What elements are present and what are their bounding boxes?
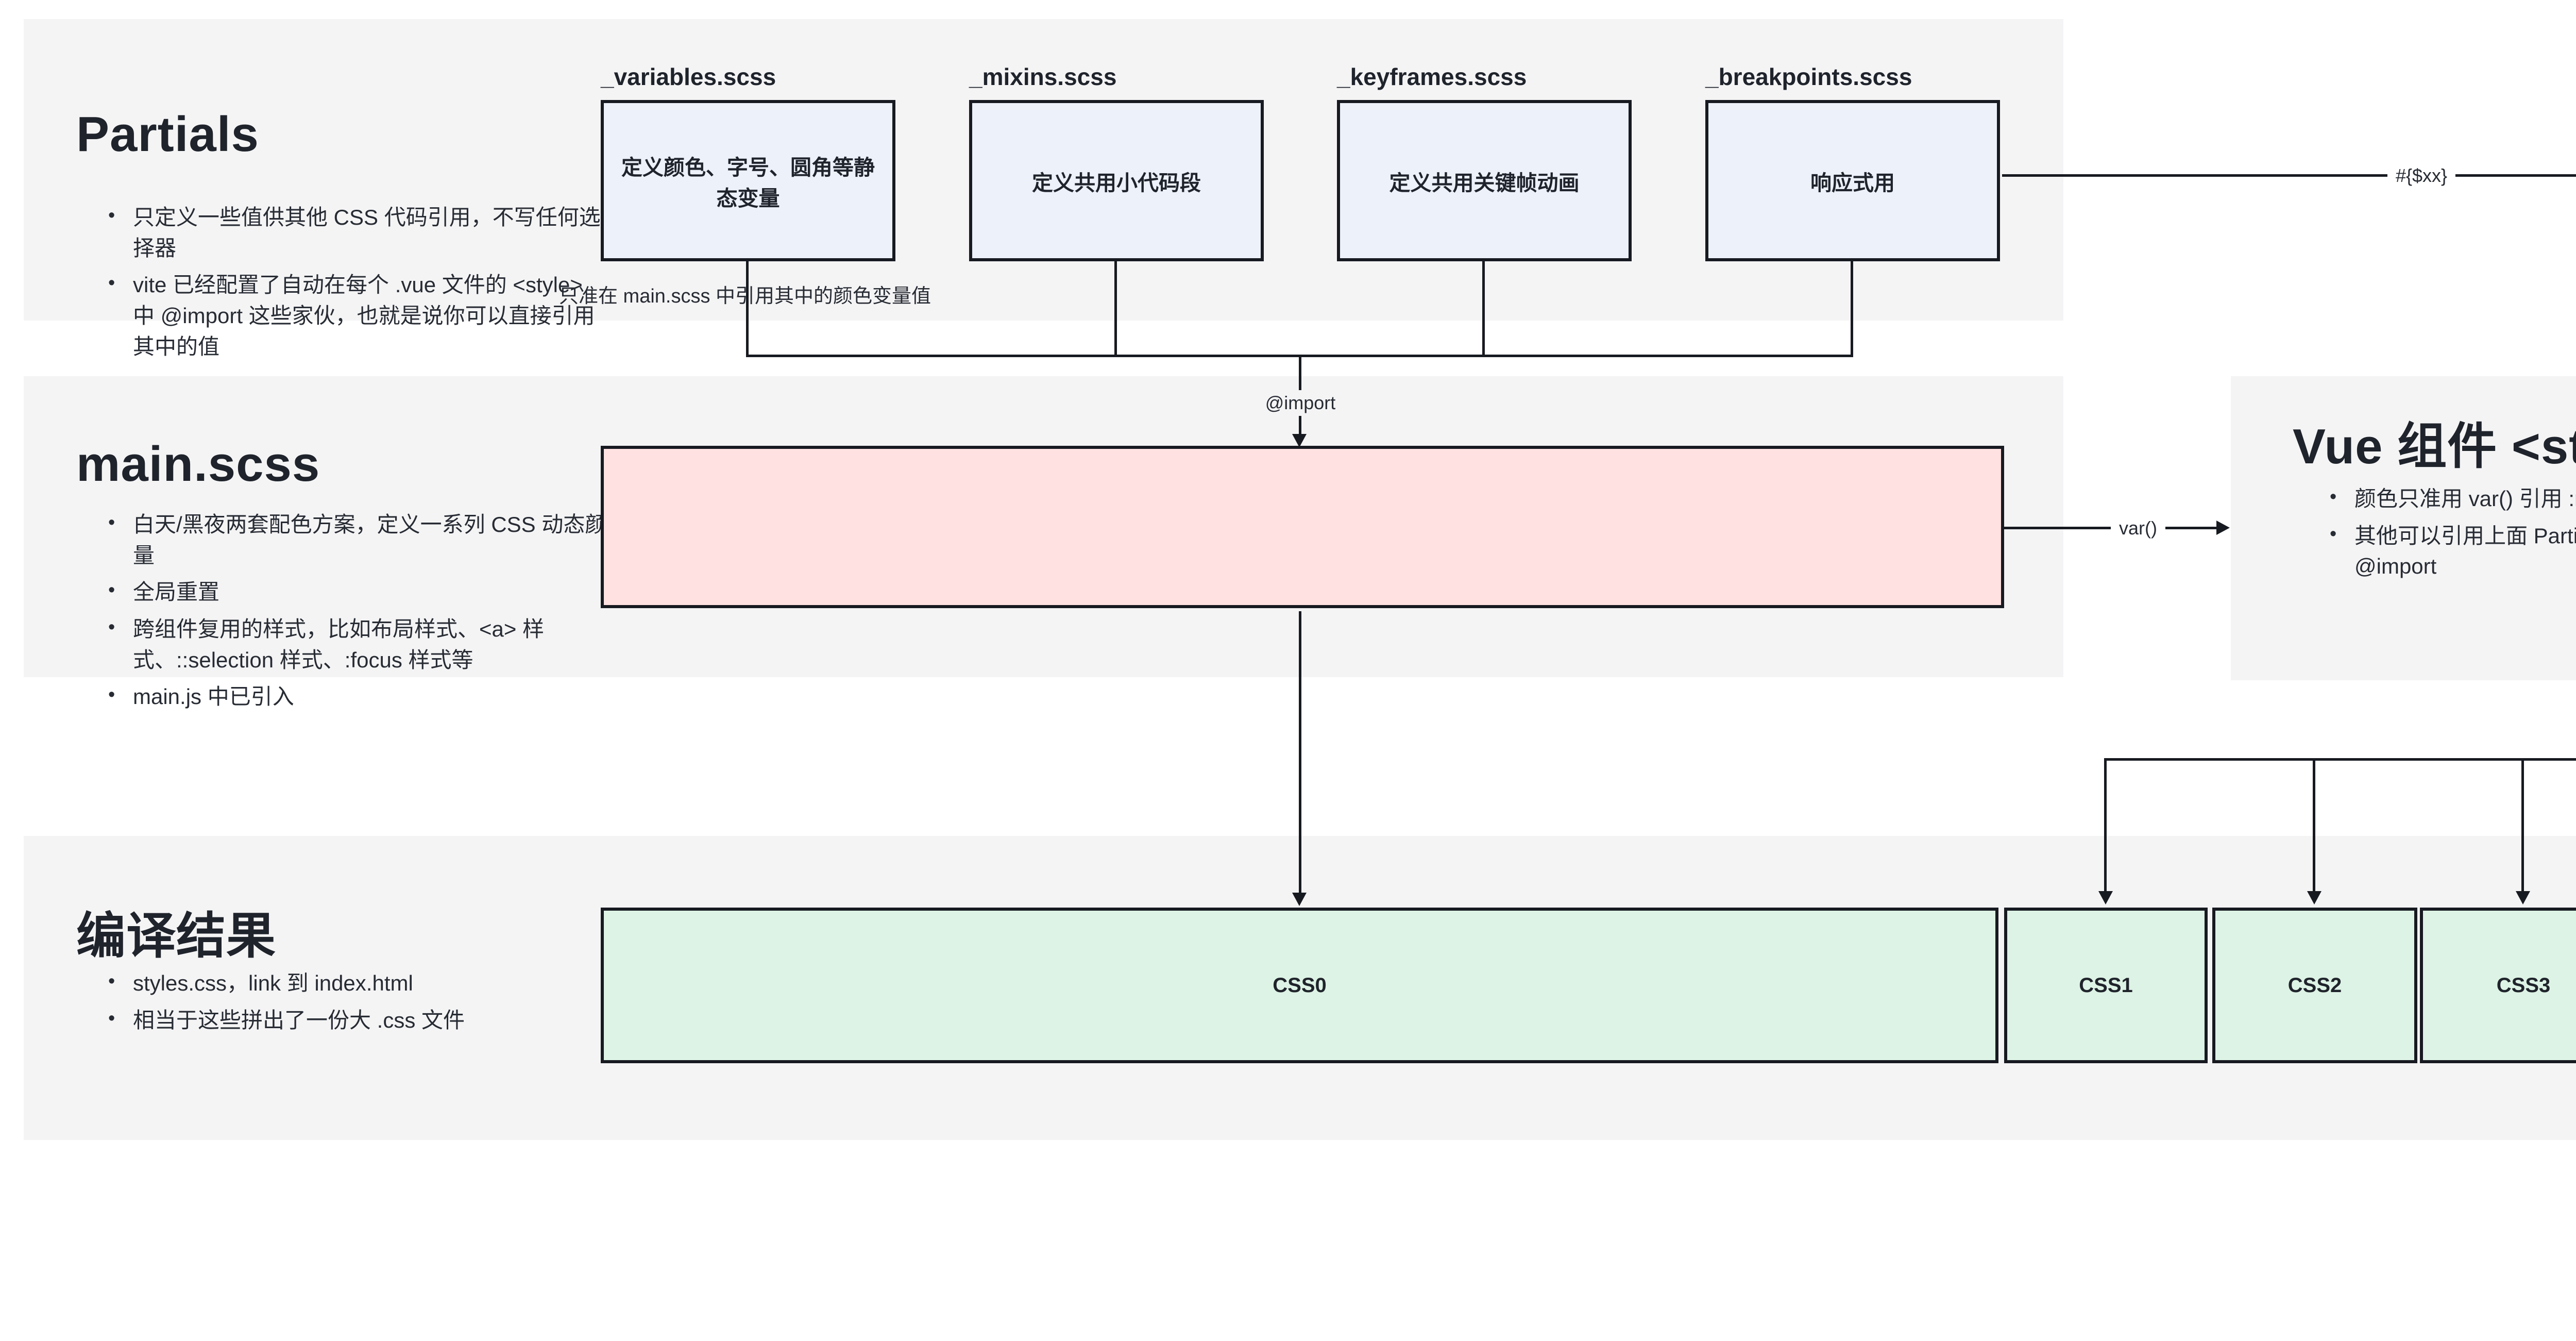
edge-label-import: @import [1257,390,1344,416]
css1-box: CSS1 [2004,908,2208,1063]
bullet-item: 相当于这些拼出了一份大 .css 文件 [101,1005,822,1036]
edge-label-var: var() [2111,515,2165,541]
css0-label: CSS0 [1273,974,1327,997]
main-scss-bullet-list: 白天/黑夜两套配色方案，定义一系列 CSS 动态颜色变量 全局重置 跨组件复用的… [101,509,657,718]
css2-label: CSS2 [2287,974,2342,997]
mixins-box: 定义共用小代码段 [969,100,1264,261]
connector-css3-drop [2521,758,2524,892]
arrowhead-css0 [1292,893,1307,906]
variables-file-label: _variables.scss [601,63,776,90]
bullet-item: 其他可以引用上面 Partials 中的内容，vite 已经自动帮忙 @impo… [2323,521,2576,582]
connector-css1-drop [2104,758,2107,892]
css3-box: CSS3 [2420,908,2576,1063]
vue-styles-title: Vue 组件 <style> 内样式 [2293,419,2576,474]
compiled-bullet-list: styles.css，link 到 index.html 相当于这些拼出了一份大… [101,968,822,1042]
css2-box: CSS2 [2212,908,2417,1063]
mixins-box-desc: 定义共用小代码段 [1032,171,1201,195]
arrowhead-css1 [2098,891,2113,904]
connector-vue-bus [2104,758,2576,761]
bullet-item: 只定义一些值供其他 CSS 代码引用，不写任何选择器 [101,202,606,263]
keyframes-file-label: _keyframes.scss [1337,63,1527,90]
bullet-item: styles.css，link 到 index.html [101,968,822,999]
variables-box-desc: 定义颜色、字号、圆角等静态变量 [621,155,875,210]
compiled-title: 编译结果 [76,909,276,964]
breakpoints-box: 响应式用 [1705,100,2000,261]
bullet-item: 跨组件复用的样式，比如布局样式、<a> 样式、::selection 样式、:f… [101,614,657,675]
partials-title: Partials [76,107,259,162]
css1-label: CSS1 [2079,974,2133,997]
connector-mainscss-to-css0 [1299,611,1301,894]
arrowhead-import [1292,434,1307,447]
bullet-item: 颜色只准用 var() 引用 :root 中的动态变量 [2323,483,2576,514]
arrowhead-css3 [2516,891,2530,904]
connector-breakpoints-stub [1851,261,1853,357]
edge-label-interpolation: #{$xx} [2387,163,2456,189]
keyframes-box-desc: 定义共用关键帧动画 [1389,171,1580,195]
connector-keyframes-stub [1482,261,1485,357]
connector-mixins-stub [1114,261,1117,357]
variables-caption: 只准在 main.scss 中引用其中的颜色变量值 [559,286,931,307]
breakpoints-file-label: _breakpoints.scss [1705,63,1912,90]
arrowhead-css2 [2307,891,2321,904]
connector-interpolation-horizontal [2002,174,2576,177]
connector-css2-drop [2313,758,2315,892]
bullet-item: main.js 中已引入 [101,681,657,712]
breakpoints-box-desc: 响应式用 [1810,171,1895,195]
css0-box: CSS0 [601,908,1998,1063]
arrowhead-var [2216,521,2230,535]
css3-label: CSS3 [2496,974,2551,997]
bullet-item: 全局重置 [101,577,657,608]
main-scss-title: main.scss [76,437,320,492]
variables-box: 定义颜色、字号、圆角等静态变量 [601,100,895,261]
keyframes-box: 定义共用关键帧动画 [1337,100,1632,261]
partials-bullet-list: 只定义一些值供其他 CSS 代码引用，不写任何选择器 vite 已经配置了自动在… [101,202,606,368]
mixins-file-label: _mixins.scss [969,63,1117,90]
vue-styles-bullet-list: 颜色只准用 var() 引用 :root 中的动态变量 其他可以引用上面 Par… [2323,483,2576,588]
connector-variables-stub [746,261,749,357]
main-scss-box [601,446,2004,608]
bullet-item: vite 已经配置了自动在每个 .vue 文件的 <style> 中 @impo… [101,270,606,362]
bullet-item: 白天/黑夜两套配色方案，定义一系列 CSS 动态颜色变量 [101,509,657,571]
